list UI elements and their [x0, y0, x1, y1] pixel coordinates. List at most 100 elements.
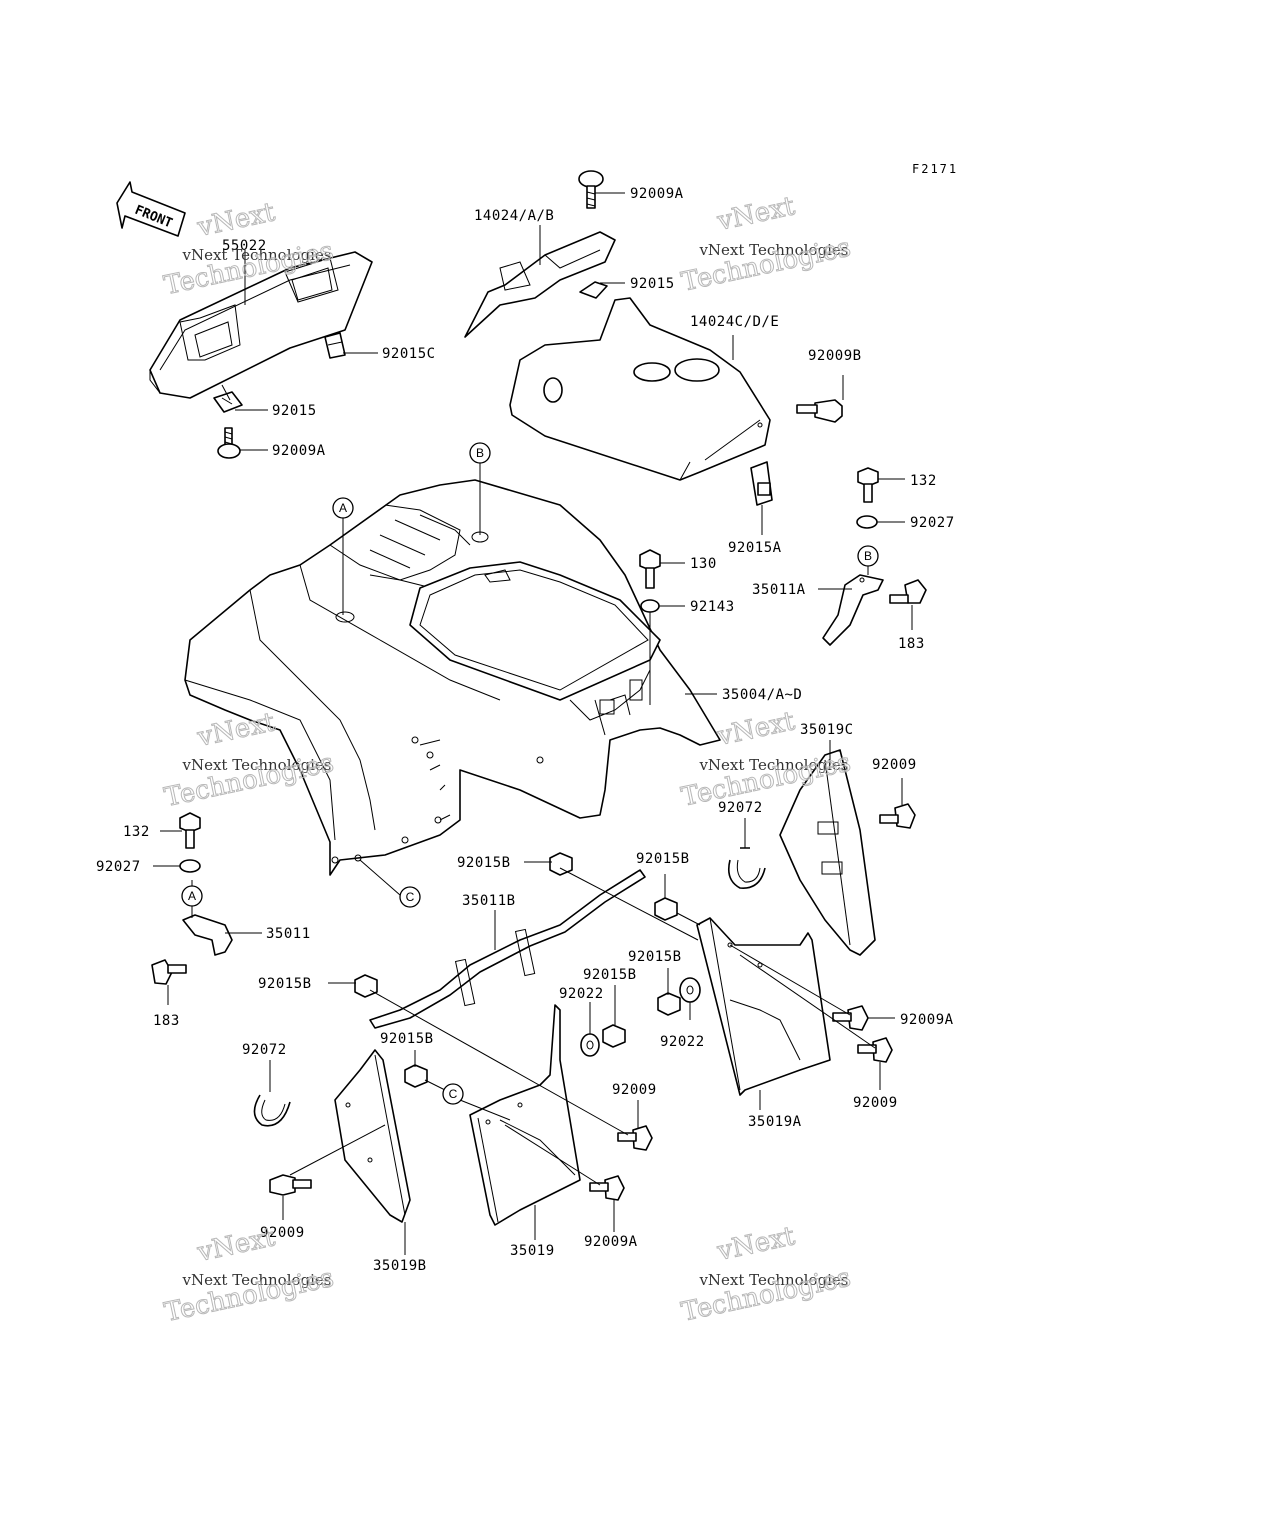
clip-92015a-part — [750, 461, 773, 506]
svg-text:vNext Technologies: vNext Technologies — [698, 756, 848, 774]
bolt-183-right-part — [889, 579, 927, 604]
screw-92009a-top-part — [578, 170, 604, 209]
screw-92009-mid-part — [617, 1125, 653, 1151]
label-92072-left: 92072 — [242, 1042, 287, 1058]
svg-text:C: C — [449, 1087, 458, 1101]
bolt-132-right-part — [857, 467, 879, 503]
rear-fender-35004-part — [184, 479, 721, 876]
svg-text:vNext: vNext — [194, 197, 278, 243]
screw-92009-r3-part — [857, 1037, 893, 1063]
watermark-6: vNext vNext Technologies Technologies — [678, 1221, 854, 1329]
label-183-left: 183 — [153, 1013, 180, 1029]
label-92009a-r2: 92009A — [900, 1012, 954, 1028]
label-92015b-5: 92015B — [628, 949, 682, 965]
mudflap-35019-part — [469, 1004, 581, 1226]
label-92015b-6: 92015B — [380, 1031, 434, 1047]
label-92027-left: 92027 — [96, 859, 141, 875]
front-guard-55022-part — [149, 251, 373, 399]
label-92022-1: 92022 — [559, 986, 604, 1002]
callout-a-left: A — [181, 885, 203, 907]
clip-92015c-part — [324, 332, 346, 359]
label-92015b-1: 92015B — [457, 855, 511, 871]
front-arrow-icon: FRONT — [116, 181, 186, 237]
label-92015-top: 92015 — [630, 276, 675, 292]
svg-text:vNext Technologies: vNext Technologies — [181, 756, 331, 774]
svg-text:A: A — [188, 889, 196, 903]
label-35019b: 35019B — [373, 1258, 427, 1274]
band-92072-left-part — [253, 1094, 291, 1127]
label-92015b-2: 92015B — [636, 851, 690, 867]
nut-92015b-1-part — [549, 852, 573, 876]
label-55022: 55022 — [222, 238, 267, 254]
screw-92009b-part — [796, 399, 843, 423]
bracket-35011a-part — [822, 574, 884, 646]
label-92015b-3: 92015B — [258, 976, 312, 992]
label-35011a: 35011A — [752, 582, 806, 598]
callout-b-right: B — [857, 545, 879, 567]
callout-b-top: B — [469, 442, 491, 464]
label-132-left: 132 — [123, 824, 150, 840]
label-92022-2: 92022 — [660, 1034, 705, 1050]
callout-c-bottom: C — [442, 1083, 464, 1105]
watermark-2: vNext vNext Technologies Technologies — [678, 191, 854, 299]
clip-92015-left-part — [213, 391, 243, 413]
mudflap-35019a-part — [696, 917, 831, 1096]
label-92009a-left: 92009A — [272, 443, 326, 459]
bolt-183-left-part — [151, 959, 187, 985]
clip-92015-top-part — [579, 281, 608, 299]
nut-92015b-4-part — [602, 1024, 626, 1048]
diagram-code: F2171 — [912, 162, 958, 176]
label-35011: 35011 — [266, 926, 311, 942]
svg-text:vNext: vNext — [714, 1221, 798, 1267]
screw-92009a-r2-part — [832, 1005, 869, 1031]
label-35004: 35004/A~D — [722, 687, 802, 703]
leader-lines — [153, 192, 913, 1255]
screw-92009-r1-part — [879, 803, 916, 829]
cover-14024cde-part — [509, 297, 771, 481]
label-35019c: 35019C — [800, 722, 854, 738]
label-35019a: 35019A — [748, 1114, 802, 1130]
label-92072-right: 92072 — [718, 800, 763, 816]
label-183-right: 183 — [898, 636, 925, 652]
bolt-132-left-part — [179, 812, 201, 849]
label-35011b: 35011B — [462, 893, 516, 909]
svg-text:vNext: vNext — [714, 706, 798, 752]
mudflap-35019c-part — [779, 749, 876, 956]
nut-92015b-2-part — [654, 897, 678, 921]
label-92009-bl: 92009 — [260, 1225, 305, 1241]
label-92009-r1: 92009 — [872, 757, 917, 773]
label-92015c: 92015C — [382, 346, 436, 362]
label-14024ab: 14024/A/B — [474, 208, 554, 224]
washer-92022-2-part — [679, 977, 701, 1003]
stay-35011b-part — [369, 869, 646, 1029]
washer-92027-right-part — [856, 515, 878, 529]
svg-text:vNext: vNext — [194, 1222, 278, 1268]
label-35019: 35019 — [510, 1243, 555, 1259]
svg-text:vNext Technologies: vNext Technologies — [698, 241, 848, 259]
svg-text:B: B — [864, 549, 872, 563]
label-92027-right: 92027 — [910, 515, 955, 531]
callout-a-top: A — [332, 497, 354, 519]
screw-92009-bl-part — [269, 1174, 312, 1196]
svg-text:vNext: vNext — [194, 707, 278, 753]
label-14024cde: 14024C/D/E — [690, 314, 779, 330]
svg-text:A: A — [339, 501, 347, 515]
nut-92015b-3-part — [354, 974, 378, 998]
nut-92015b-5-part — [657, 992, 681, 1016]
bracket-35011-part — [182, 914, 233, 956]
label-130: 130 — [690, 556, 717, 572]
svg-text:vNext Technologies: vNext Technologies — [181, 1271, 331, 1289]
label-132-right: 132 — [910, 473, 937, 489]
band-92072-right-part — [727, 847, 766, 889]
label-92015a: 92015A — [728, 540, 782, 556]
svg-text:C: C — [406, 890, 415, 904]
svg-text:vNext: vNext — [714, 191, 798, 237]
svg-text:B: B — [476, 446, 484, 460]
cover-14024ab-part — [464, 231, 616, 338]
label-92009a-bot: 92009A — [584, 1234, 638, 1250]
label-92015b-4: 92015B — [583, 967, 637, 983]
label-92009a-top: 92009A — [630, 186, 684, 202]
svg-text:vNext Technologies: vNext Technologies — [181, 246, 331, 264]
label-92009b: 92009B — [808, 348, 862, 364]
callout-c-top: C — [399, 886, 421, 908]
